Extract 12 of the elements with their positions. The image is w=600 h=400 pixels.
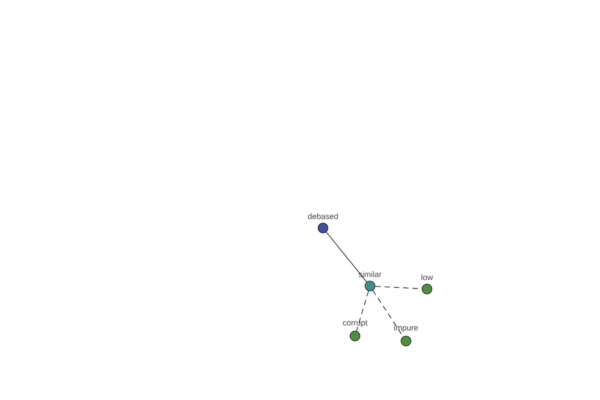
connector-line xyxy=(372,290,404,337)
graph-node xyxy=(400,336,412,346)
node-label: low xyxy=(422,274,434,280)
connector-line xyxy=(356,290,369,332)
graph-node xyxy=(422,284,432,294)
node-label: impure xyxy=(394,324,418,332)
connector-line xyxy=(326,232,368,282)
node-label: debased xyxy=(308,213,338,220)
node-label: corrupt xyxy=(342,320,368,328)
graph-node xyxy=(364,280,376,292)
graph-node xyxy=(350,330,360,342)
graph-node xyxy=(318,222,328,234)
